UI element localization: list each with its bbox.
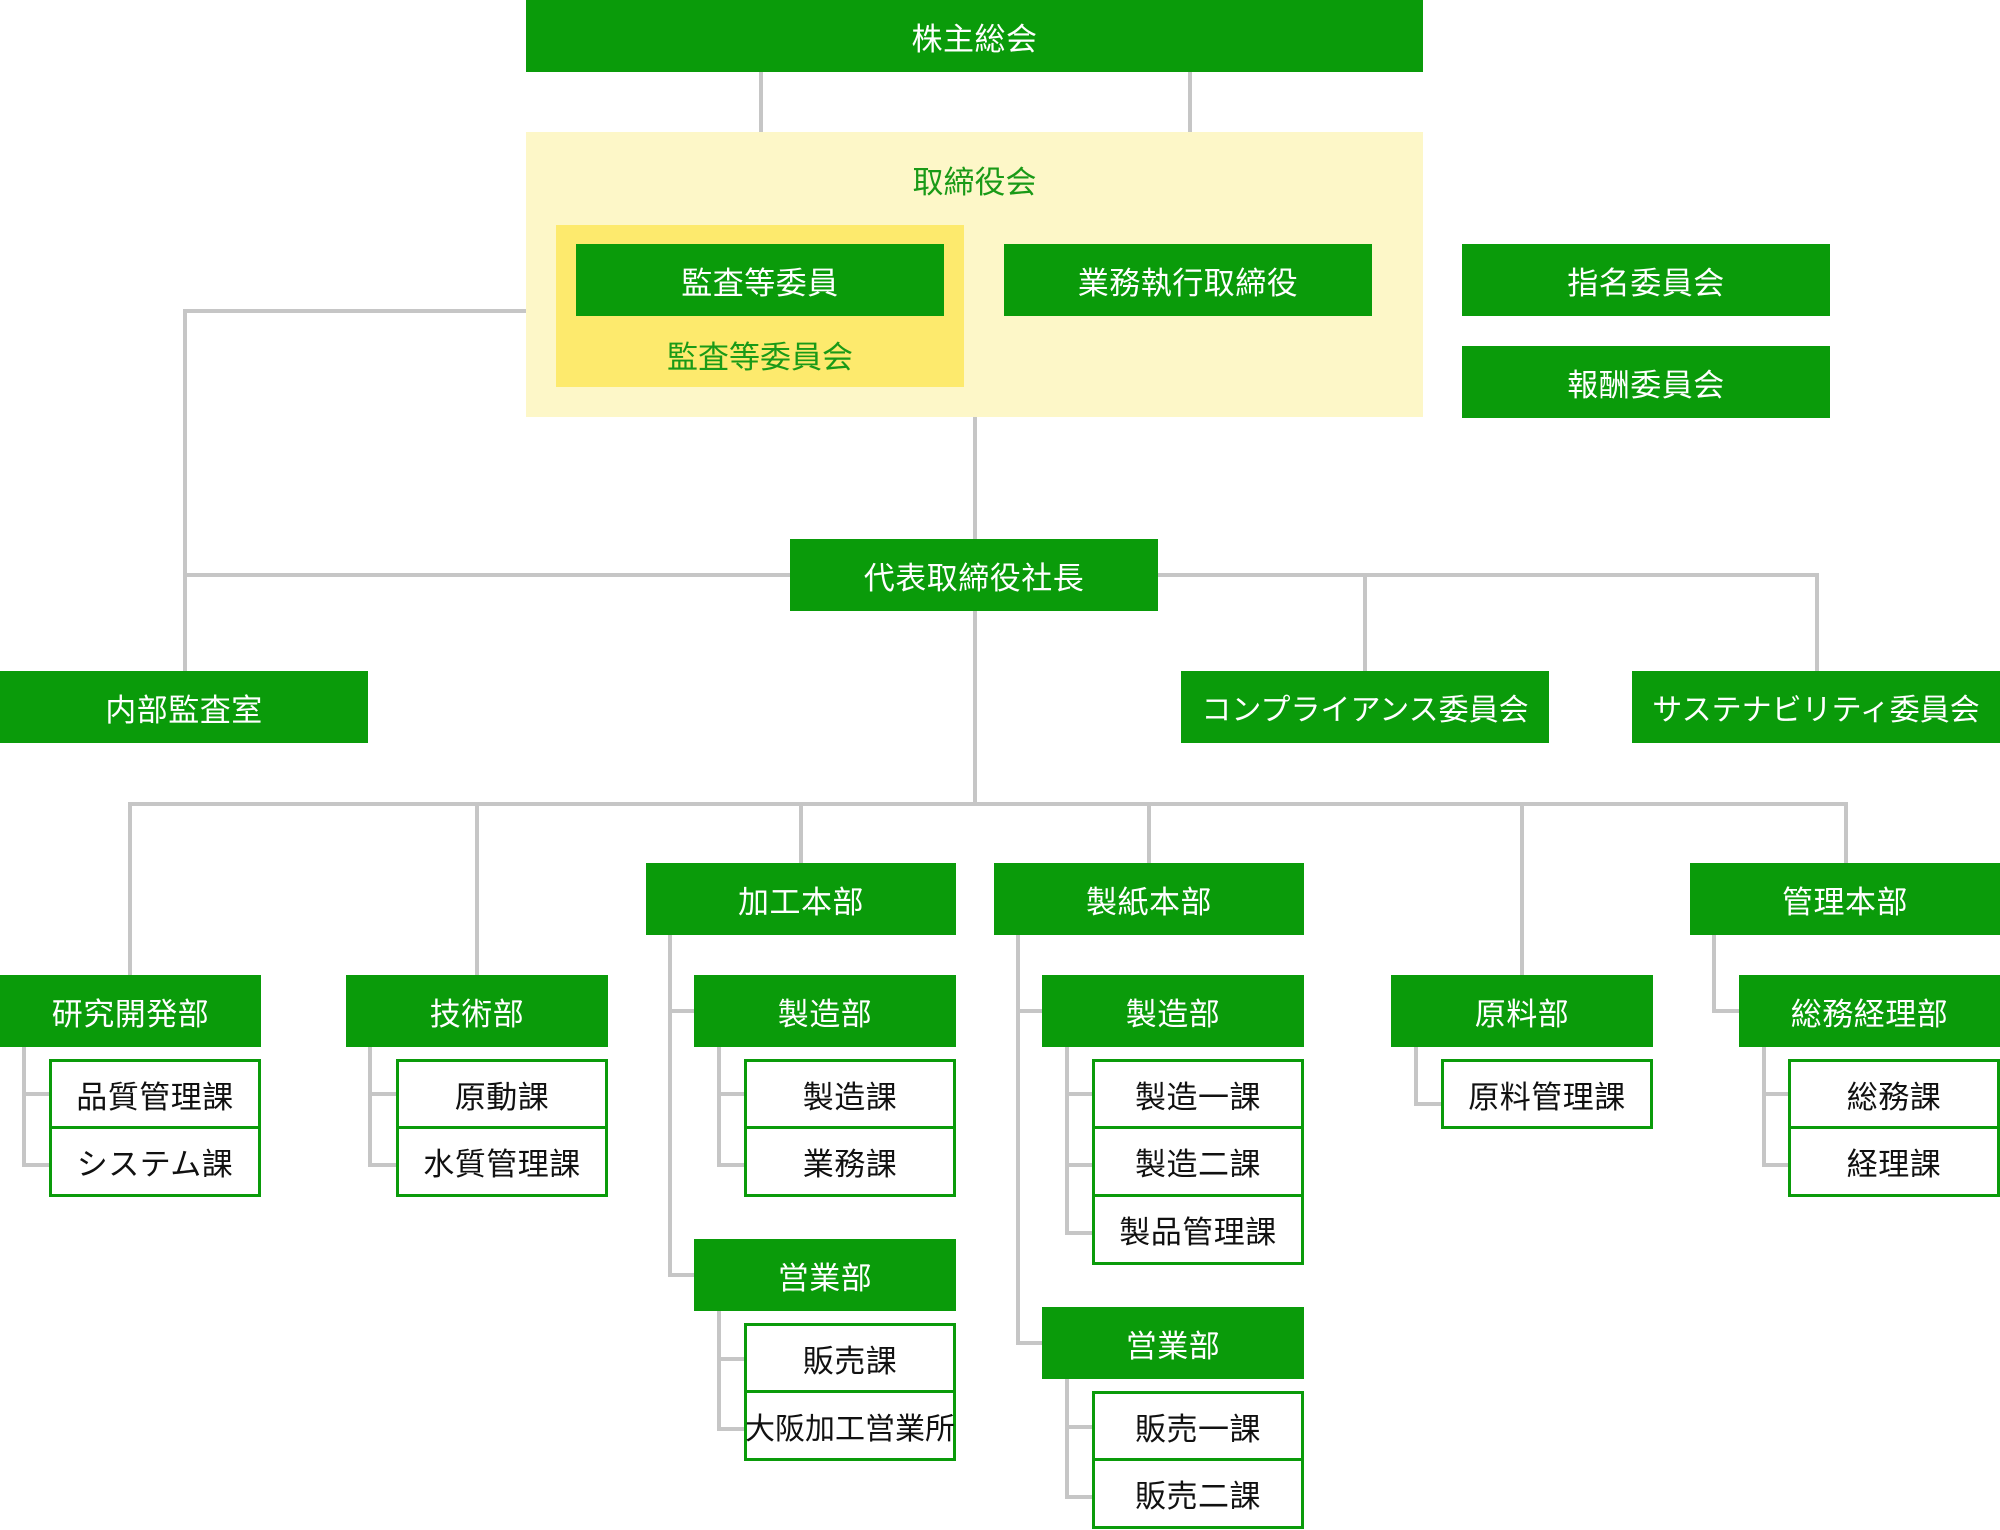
connector bbox=[1065, 1375, 1094, 1499]
department-box: 営業部 bbox=[694, 1239, 956, 1311]
section-box: 経理課 bbox=[1788, 1126, 2000, 1197]
sustainability-committee-box: サステナビリティ委員会 bbox=[1632, 671, 2000, 743]
connector bbox=[668, 932, 696, 1277]
papermaking-division-box: 製紙本部 bbox=[994, 863, 1304, 935]
board-label: 取締役会 bbox=[912, 164, 1037, 201]
connector bbox=[183, 309, 558, 673]
nomination-committee-box: 指名委員会 bbox=[1462, 244, 1830, 316]
president-box: 代表取締役社長 bbox=[790, 539, 1158, 611]
section-box: 製造二課 bbox=[1092, 1126, 1304, 1197]
connector bbox=[22, 1043, 51, 1167]
section-box: 業務課 bbox=[744, 1126, 956, 1197]
section-box: 販売二課 bbox=[1092, 1458, 1304, 1529]
executive-director-box: 業務執行取締役 bbox=[1004, 244, 1372, 316]
section-box: 水質管理課 bbox=[396, 1126, 608, 1197]
connector bbox=[183, 573, 1819, 673]
connector bbox=[1712, 932, 1741, 1013]
audit-committee-label: 監査等委員会 bbox=[667, 339, 853, 376]
section-box: 販売課 bbox=[744, 1323, 956, 1393]
connector bbox=[368, 1043, 398, 1167]
connector bbox=[1762, 1043, 1790, 1167]
admin-division-box: 管理本部 bbox=[1690, 863, 2000, 935]
tech-department-box: 技術部 bbox=[346, 975, 608, 1047]
connector bbox=[717, 1043, 746, 1167]
department-box: 総務経理部 bbox=[1739, 975, 2000, 1047]
materials-department-box: 原料部 bbox=[1391, 975, 1653, 1047]
section-box: 原動課 bbox=[396, 1059, 608, 1129]
connector bbox=[1414, 1043, 1443, 1106]
shareholders-meeting-box: 株主総会 bbox=[526, 0, 1423, 72]
section-box: 製造一課 bbox=[1092, 1059, 1304, 1129]
connector bbox=[1016, 932, 1044, 1345]
compliance-committee-box: コンプライアンス委員会 bbox=[1181, 671, 1549, 743]
section-box: 大阪加工営業所 bbox=[744, 1390, 956, 1461]
section-box: 総務課 bbox=[1788, 1059, 2000, 1129]
section-box: 製造課 bbox=[744, 1059, 956, 1129]
section-box: 品質管理課 bbox=[49, 1059, 261, 1129]
section-box: 販売一課 bbox=[1092, 1391, 1304, 1461]
connector bbox=[717, 1307, 746, 1431]
internal-audit-box: 内部監査室 bbox=[0, 671, 368, 743]
department-box: 製造部 bbox=[694, 975, 956, 1047]
section-box: システム課 bbox=[49, 1126, 261, 1197]
processing-division-box: 加工本部 bbox=[646, 863, 956, 935]
section-box: 原料管理課 bbox=[1441, 1059, 1653, 1129]
department-box: 製造部 bbox=[1042, 975, 1304, 1047]
department-box: 営業部 bbox=[1042, 1307, 1304, 1379]
compensation-committee-box: 報酬委員会 bbox=[1462, 346, 1830, 418]
section-box: 製品管理課 bbox=[1092, 1194, 1304, 1265]
connector bbox=[1065, 1043, 1094, 1235]
rd-department-box: 研究開発部 bbox=[0, 975, 261, 1047]
audit-member-box: 監査等委員 bbox=[576, 244, 944, 316]
